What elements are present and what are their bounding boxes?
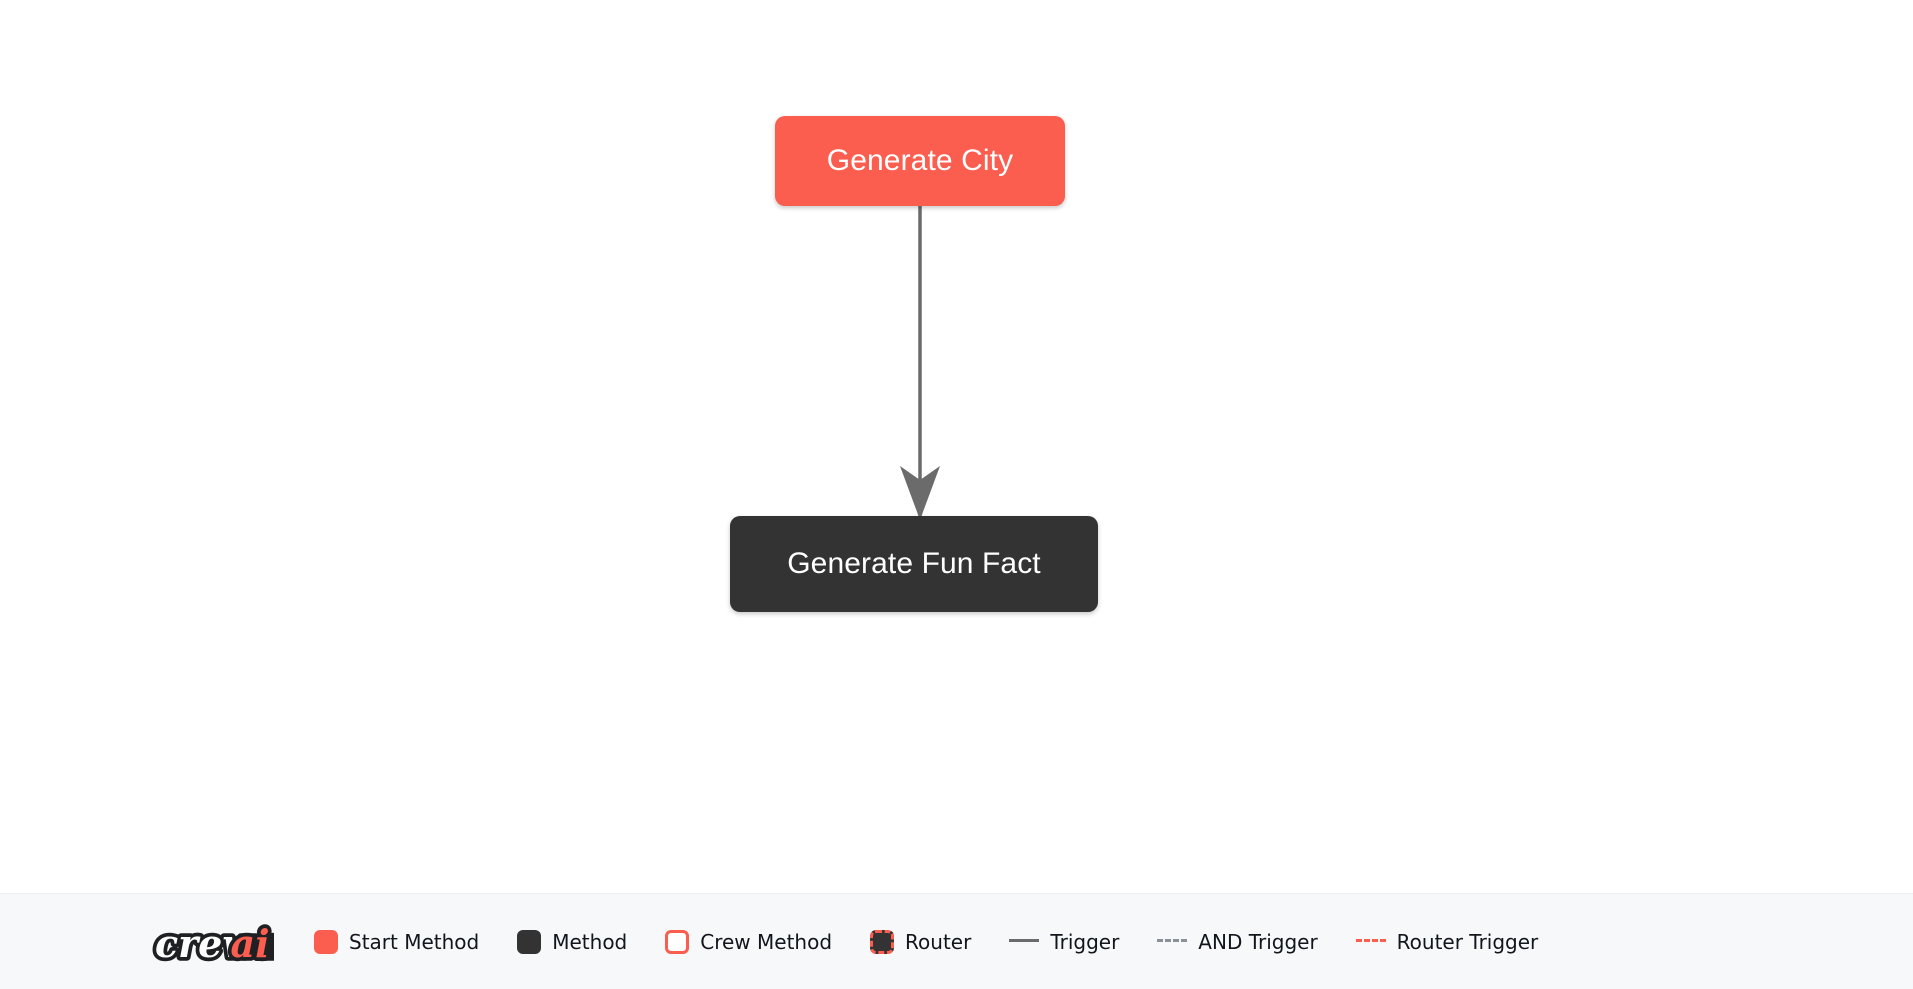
node-label: Generate City (826, 144, 1014, 177)
legend-items: Start Method Method Crew Method Router T… (314, 929, 1539, 954)
and-trigger-line-icon (1157, 939, 1188, 942)
router-trigger-line-icon (1355, 939, 1386, 942)
trigger-line-icon (1009, 939, 1040, 942)
legend-label: Trigger (1050, 929, 1120, 954)
logo-text-accent: ai (231, 921, 270, 966)
legend-item-router-trigger[interactable]: Router Trigger (1355, 929, 1539, 954)
logo-text-light: crew (155, 921, 256, 966)
flow-canvas[interactable]: Generate City Generate Fun Fact (0, 0, 1913, 893)
start-method-swatch-icon (314, 929, 338, 954)
legend-label: AND Trigger (1198, 929, 1318, 954)
legend-label: Method (552, 929, 628, 954)
router-swatch-icon (870, 929, 895, 954)
legend-label: Router (905, 929, 972, 954)
legend-label: Start Method (349, 929, 480, 954)
legend-item-router[interactable]: Router (870, 929, 972, 954)
node-generate-fun-fact[interactable]: Generate Fun Fact (730, 516, 1098, 612)
legend-label: Crew Method (700, 929, 833, 954)
node-generate-city[interactable]: Generate City (775, 116, 1065, 206)
crewai-logo: .wm { font-family:"DejaVu Serif", serif;… (152, 917, 274, 970)
node-label: Generate Fun Fact (787, 547, 1041, 580)
legend-item-crew-method[interactable]: Crew Method (665, 929, 833, 954)
legend-item-and-trigger[interactable]: AND Trigger (1157, 929, 1318, 954)
legend-item-method[interactable]: Method (517, 929, 628, 954)
crew-method-swatch-icon (665, 929, 690, 954)
legend-label: Router Trigger (1396, 929, 1539, 954)
edge-city-to-fact (900, 206, 940, 520)
method-swatch-icon (517, 929, 542, 954)
logo-accent-outline: ai (231, 921, 270, 966)
legend-item-start-method[interactable]: Start Method (314, 929, 480, 954)
legend-item-trigger[interactable]: Trigger (1009, 932, 1119, 952)
legend-bar: .wm { font-family:"DejaVu Serif", serif;… (0, 893, 1913, 989)
logo-accent-group: ai ai (227, 917, 274, 970)
arrowhead-icon (900, 466, 940, 520)
